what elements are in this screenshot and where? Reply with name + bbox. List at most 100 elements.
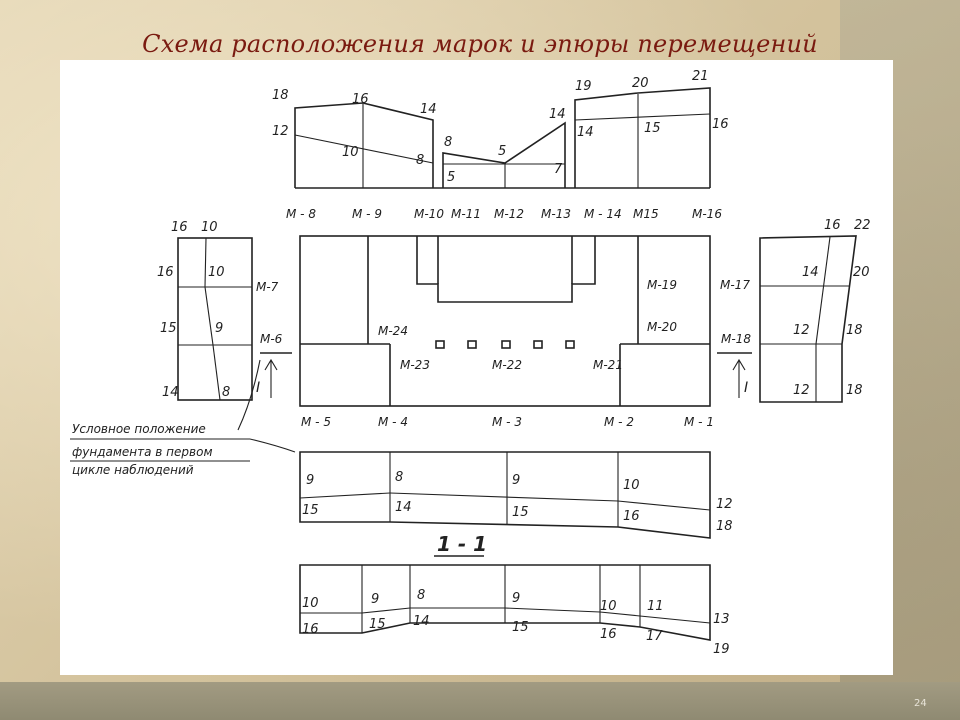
top-label-10: 10 (342, 145, 359, 160)
mark-label-m7: М-7 (256, 280, 279, 294)
top-label-8-mid: 8 (444, 135, 452, 150)
mark-label-m19: М-19 (647, 278, 677, 292)
b1-label-16: 16 (623, 509, 640, 524)
left-label-10-top: 10 (201, 220, 218, 235)
section-label: 1 - 1 (437, 532, 487, 556)
left-label-14: 14 (162, 385, 179, 400)
mark-label-m1: М - 1 (684, 415, 714, 429)
mark-label-m16: М-16 (692, 207, 722, 221)
right-label-18-upper: 18 (846, 323, 863, 338)
note-line-3: цикле наблюдений (72, 463, 194, 477)
bottom-epure-1 (299, 451, 711, 539)
mark-label-m17: М-17 (720, 278, 750, 292)
mark-label-m10: М-10 (414, 207, 444, 221)
section-arrow-label-left: I (256, 380, 260, 396)
b2-label-13: 13 (713, 612, 730, 627)
top-label-19: 19 (575, 79, 592, 94)
top-label-7: 7 (554, 162, 563, 177)
b2-label-10-right: 10 (600, 599, 617, 614)
right-label-12-upper: 12 (793, 323, 810, 338)
note-leader-line (249, 438, 296, 453)
left-epure (177, 237, 253, 401)
right-label-18-lower: 18 (846, 383, 863, 398)
mark-label-m15: М15 (633, 207, 659, 221)
left-label-16-top: 16 (171, 220, 188, 235)
section-arrow-label-right: I (744, 380, 748, 396)
top-label-18: 18 (272, 88, 289, 103)
left-label-16: 16 (157, 265, 174, 280)
mark-label-m11: М-11 (451, 207, 481, 221)
top-label-5-top: 5 (498, 144, 506, 159)
b2-label-15-left: 15 (369, 617, 386, 632)
top-label-8-left: 8 (416, 153, 424, 168)
right-epure (759, 235, 857, 403)
b2-label-14: 14 (413, 614, 430, 629)
top-label-21: 21 (692, 69, 709, 84)
b1-label-14: 14 (395, 500, 412, 515)
note-line-1: Условное положение (72, 422, 206, 436)
mark-label-m3: М - 3 (492, 415, 522, 429)
top-label-14-mid: 14 (549, 107, 566, 122)
right-label-14: 14 (802, 265, 819, 280)
foundation-plan (260, 235, 752, 407)
mark-label-m6: М-6 (260, 332, 283, 346)
drawing-sheet: 18 16 14 12 10 8 8 5 5 14 7 19 20 21 14 … (60, 60, 893, 675)
top-label-20: 20 (632, 76, 649, 91)
top-label-14-right: 14 (577, 125, 594, 140)
top-label-15: 15 (644, 121, 661, 136)
mark-label-m14: М - 14 (584, 207, 622, 221)
b2-label-16-left: 16 (302, 622, 319, 637)
slide-title: Схема расположения марок и эпюры перемещ… (142, 30, 818, 58)
b1-label-12: 12 (716, 497, 733, 512)
b1-label-9-left: 9 (306, 473, 314, 488)
b1-label-18: 18 (716, 519, 733, 534)
mark-label-m22: М-22 (492, 358, 522, 372)
mark-label-m12: М-12 (494, 207, 524, 221)
mark-label-m2: М - 2 (604, 415, 634, 429)
b2-label-16-right: 16 (600, 627, 617, 642)
right-label-16-top: 16 (824, 218, 841, 233)
b2-label-10-left: 10 (302, 596, 319, 611)
left-label-9: 9 (215, 321, 223, 336)
top-label-16: 16 (352, 92, 369, 107)
bottom-epure-2 (299, 564, 711, 641)
b2-label-19: 19 (713, 642, 730, 657)
b1-label-15-left: 15 (302, 503, 319, 518)
b2-label-15-mid: 15 (512, 620, 529, 635)
mark-label-m13: М-13 (541, 207, 571, 221)
top-label-16-right: 16 (712, 117, 729, 132)
right-label-12-lower: 12 (793, 383, 810, 398)
left-label-8: 8 (222, 385, 230, 400)
top-label-14: 14 (420, 102, 437, 117)
b2-label-8: 8 (417, 588, 425, 603)
left-label-15: 15 (160, 321, 177, 336)
top-epure (294, 87, 711, 189)
b1-label-15-mid: 15 (512, 505, 529, 520)
b2-label-9-mid: 9 (512, 591, 520, 606)
mark-label-m4: М - 4 (378, 415, 408, 429)
top-label-12: 12 (272, 124, 289, 139)
mark-label-m18: М-18 (721, 332, 751, 346)
mark-label-m20: М-20 (647, 320, 677, 334)
b1-label-10: 10 (623, 478, 640, 493)
b1-label-9-mid: 9 (512, 473, 520, 488)
right-label-22: 22 (854, 218, 871, 233)
mark-label-m8: М - 8 (286, 207, 316, 221)
top-label-5-bottom: 5 (447, 170, 455, 185)
mark-label-m24: М-24 (378, 324, 408, 338)
note-leader-line-2 (237, 359, 261, 431)
b2-label-17: 17 (646, 629, 663, 644)
marks-layout-diagram: 18 16 14 12 10 8 8 5 5 14 7 19 20 21 14 … (70, 69, 871, 657)
mark-label-m23: М-23 (400, 358, 430, 372)
b1-label-8: 8 (395, 470, 403, 485)
page-number: 24 (914, 698, 927, 709)
b2-label-9-left: 9 (371, 592, 379, 607)
bottom-band (0, 682, 960, 720)
mark-label-m5: М - 5 (301, 415, 331, 429)
note-line-2: фундамента в первом (72, 445, 213, 459)
mark-label-m21: М-21 (593, 358, 623, 372)
mark-label-m9: М - 9 (352, 207, 382, 221)
left-label-10: 10 (208, 265, 225, 280)
right-label-20: 20 (853, 265, 870, 280)
b2-label-11: 11 (647, 599, 664, 614)
